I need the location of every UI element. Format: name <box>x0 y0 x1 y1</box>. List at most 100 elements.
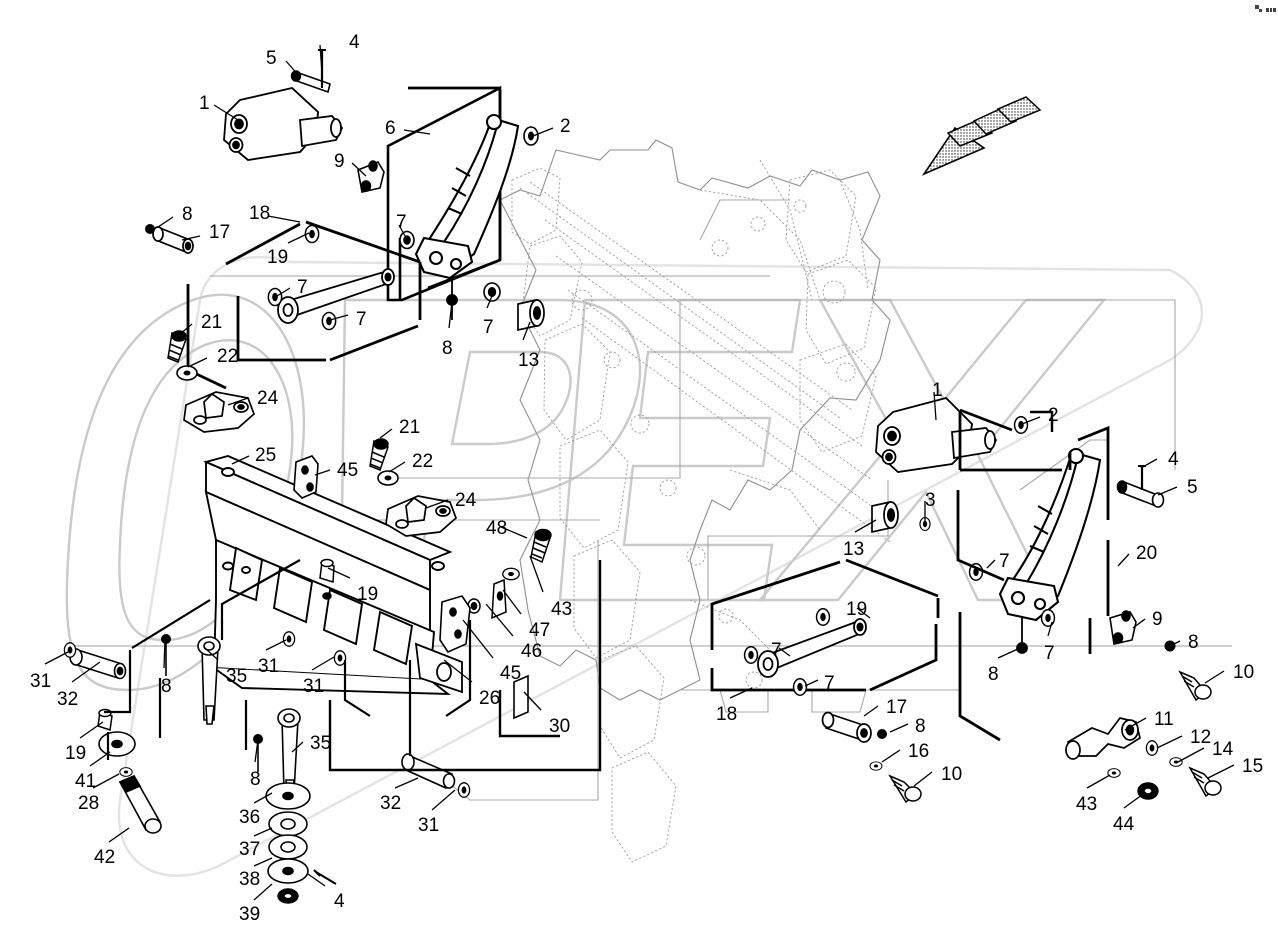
part-39-lock-nut <box>277 888 299 904</box>
leader-line-46 <box>485 603 514 637</box>
leader-line-41 <box>89 751 111 767</box>
leader-line-7 <box>1047 621 1053 637</box>
motion-direction-arrow <box>921 96 1042 176</box>
leader-line-7 <box>329 314 349 321</box>
part-31-ring-b <box>282 631 296 647</box>
part-25-moldboard-frame <box>203 454 453 696</box>
leader-line-1 <box>213 104 239 121</box>
callout-number-37: 37 <box>239 839 261 860</box>
part-18-bracket-frame-left <box>186 220 422 390</box>
callout-number-10: 10 <box>941 764 963 785</box>
part-47-wear-shim <box>491 578 507 620</box>
leader-line-21 <box>379 428 393 439</box>
leader-line-8 <box>157 216 174 228</box>
corner-registration-mark <box>1255 5 1276 12</box>
part-20-curved-swing-arm-right <box>998 447 1102 622</box>
part-24-lug-a <box>183 391 256 433</box>
part-37-disc-spring-a <box>268 811 308 837</box>
callout-number-36: 36 <box>239 807 261 828</box>
leader-line-24 <box>425 499 449 509</box>
callout-number-8: 8 <box>161 676 172 697</box>
callout-number-43: 43 <box>551 599 573 620</box>
callout-number-21: 21 <box>201 312 223 333</box>
leader-line-30 <box>523 691 542 711</box>
part-26-end-block <box>414 642 463 694</box>
part-17-pin-sleeve-left <box>152 226 194 254</box>
leader-line-31 <box>265 639 287 651</box>
leader-line-9 <box>1132 618 1146 629</box>
leader-line-19 <box>327 567 351 579</box>
leader-line-7 <box>398 224 406 237</box>
leader-line-12 <box>1156 735 1183 749</box>
callout-number-2: 2 <box>560 116 571 137</box>
part-35-linkage-rod-a <box>197 636 221 725</box>
part-7-rb-a <box>743 645 759 665</box>
part-44-lock-nut <box>1137 782 1159 800</box>
callout-number-7: 7 <box>999 551 1010 572</box>
part-45-tab-bracket-a <box>293 455 319 499</box>
part-38-spring-washer <box>267 858 309 884</box>
callout-number-4: 4 <box>334 891 345 912</box>
callout-number-32: 32 <box>380 793 402 814</box>
part-curved-swing-arm-left <box>414 113 520 280</box>
part-18-arm-left <box>277 268 395 324</box>
leader-line-13 <box>522 321 531 341</box>
callout-number-18: 18 <box>716 704 738 725</box>
part-8-grease-fitting-left <box>446 276 458 320</box>
assembly-outline-bottom <box>328 560 602 772</box>
part-clevis-pin-left <box>290 70 331 94</box>
leader-line-7 <box>276 287 291 297</box>
callout-number-7: 7 <box>1044 643 1055 664</box>
leader-line-24 <box>227 397 249 406</box>
leader-line-17 <box>181 235 201 241</box>
leader-line-22 <box>388 461 406 473</box>
callout-number-10: 10 <box>1233 662 1255 683</box>
leader-line-31 <box>431 789 456 811</box>
part-17-pin-sleeve-right <box>821 711 872 743</box>
leader-line-20 <box>1117 553 1130 567</box>
callout-number-28: 28 <box>78 793 100 814</box>
part-19-arm-right <box>757 618 867 678</box>
callout-number-20: 20 <box>1136 543 1158 564</box>
part-21-screw-b <box>369 438 389 471</box>
part-46-side-plate <box>439 595 471 654</box>
leader-line-31 <box>311 656 335 671</box>
callout-number-41: 41 <box>75 771 97 792</box>
callout-number-45: 45 <box>500 663 522 684</box>
callout-number-8: 8 <box>915 716 926 737</box>
callout-number-42: 42 <box>94 847 116 868</box>
leader-line-4 <box>307 873 326 887</box>
callout-number-31: 31 <box>418 815 440 836</box>
callout-number-12: 12 <box>1190 727 1212 748</box>
leader-line-39 <box>253 883 273 901</box>
part-22-washer-b <box>377 470 399 486</box>
callout-number-18: 18 <box>249 203 271 224</box>
part-31-ring-d <box>457 782 471 798</box>
leader-line-1 <box>933 391 937 421</box>
part-19-bushing-right <box>815 607 831 627</box>
callout-number-8: 8 <box>250 769 261 790</box>
callout-number-45: 45 <box>337 460 359 481</box>
part-8-grease-fitting-right <box>1016 618 1028 654</box>
callout-number-2: 2 <box>1048 405 1059 426</box>
callout-number-31: 31 <box>30 671 52 692</box>
leader-line-45 <box>314 469 331 476</box>
leader-line-35 <box>291 741 304 753</box>
callout-number-44: 44 <box>1113 814 1135 835</box>
part-13-flanged-bushing-left <box>517 299 545 332</box>
callout-number-35: 35 <box>226 666 248 687</box>
leader-line-17 <box>863 705 879 717</box>
callout-number-43: 43 <box>1076 794 1098 815</box>
callout-number-19: 19 <box>65 743 87 764</box>
callout-number-8: 8 <box>442 338 453 359</box>
part-36-spring-seat <box>265 782 311 810</box>
callout-number-38: 38 <box>239 869 261 890</box>
callout-number-9: 9 <box>334 151 345 172</box>
leader-line-6 <box>403 129 431 135</box>
callout-number-47: 47 <box>529 620 551 641</box>
part-2-bushing-right <box>1013 415 1029 435</box>
callout-number-22: 22 <box>217 346 239 367</box>
leader-line-9 <box>351 162 367 177</box>
callout-number-19: 19 <box>846 599 868 620</box>
part-4-cotter-pin-bottom <box>313 869 337 885</box>
